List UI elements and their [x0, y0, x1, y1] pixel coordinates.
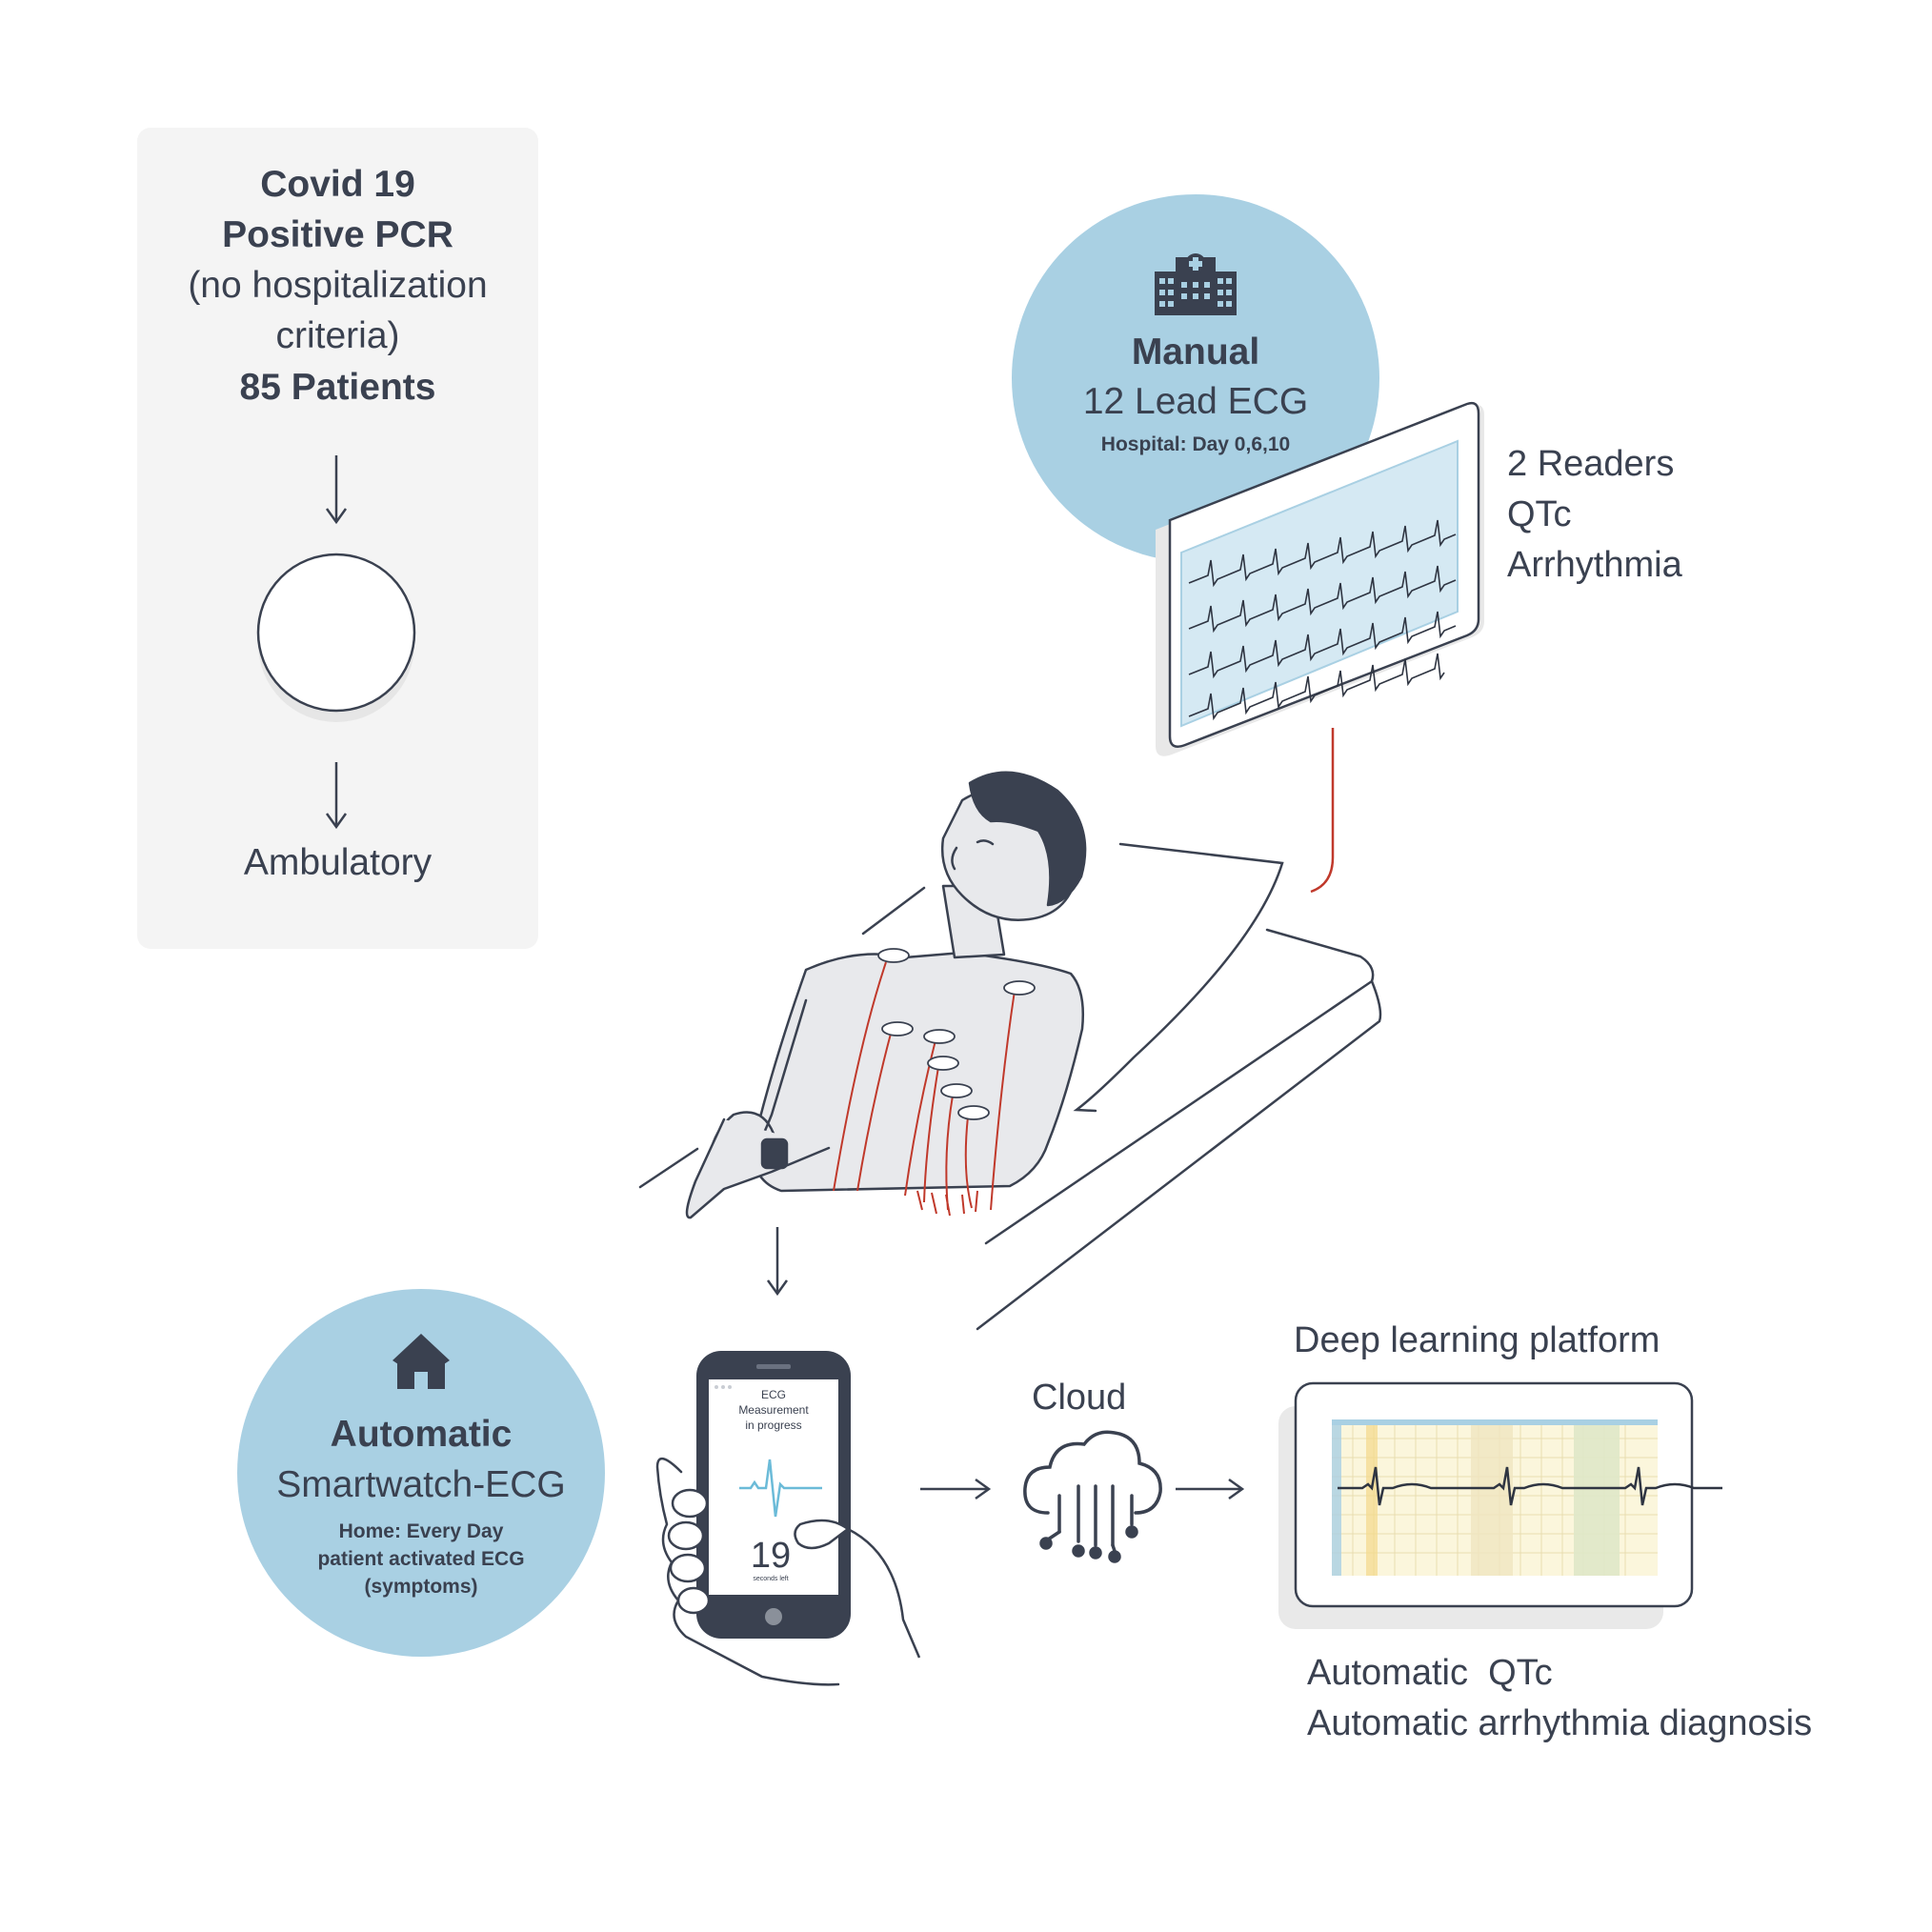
phone-countdown: 19 — [750, 1536, 792, 1576]
hospital-icon — [1155, 253, 1237, 315]
home-icon — [392, 1334, 450, 1389]
hospital-bed — [638, 842, 1382, 1331]
automatic-title: Automatic — [330, 1414, 513, 1455]
phone-ecg-label: ECG — [760, 1388, 786, 1401]
readers-count: 2 Readers — [1507, 444, 1675, 484]
treatment-circle — [256, 553, 416, 722]
platform-output-qtc: Automatic QTc — [1307, 1653, 1553, 1693]
readers-arrhythmia: Arrhythmia — [1507, 545, 1682, 585]
monitor-cable — [1310, 728, 1335, 894]
automatic-detail-line2: patient activated ECG — [317, 1548, 525, 1570]
phone-progress-label: in progress — [745, 1419, 802, 1432]
study-criteria-line2: criteria) — [275, 315, 400, 356]
automatic-detail-line1: Home: Every Day — [338, 1520, 504, 1542]
manual-bubble — [1012, 194, 1379, 562]
down-arrow-icon — [766, 1227, 789, 1297]
right-arrow-icon — [1176, 1478, 1245, 1500]
readers-qtc: QTc — [1507, 494, 1572, 534]
study-title-line2: Positive PCR — [222, 214, 453, 255]
ecg-electrodes — [833, 948, 1036, 1217]
platform-monitor — [1278, 1381, 1722, 1629]
cloud-network-icon — [1023, 1430, 1162, 1563]
smartphone — [655, 1351, 921, 1686]
platform-title: Deep learning platform — [1294, 1320, 1660, 1360]
phone-measurement-label: Measurement — [738, 1403, 809, 1417]
automatic-subtitle: Smartwatch-ECG — [276, 1464, 566, 1505]
study-title-line1: Covid 19 — [260, 164, 415, 205]
manual-title: Manual — [1131, 332, 1260, 372]
right-arrow-icon — [920, 1478, 992, 1500]
outcome-ambulatory: Ambulatory — [243, 842, 433, 883]
down-arrow-icon — [325, 455, 348, 525]
automatic-bubble — [237, 1289, 605, 1657]
phone-countdown-label: seconds left — [753, 1576, 789, 1582]
manual-subtitle: 12 Lead ECG — [1082, 381, 1309, 422]
automatic-detail-line3: (symptoms) — [364, 1576, 478, 1598]
cloud-label: Cloud — [1032, 1378, 1127, 1418]
down-arrow-icon — [325, 762, 348, 830]
patient-count: 85 Patients — [239, 367, 436, 408]
manual-detail: Hospital: Day 0,6,10 — [1100, 433, 1291, 455]
platform-output-arrhythmia: Automatic arrhythmia diagnosis — [1307, 1703, 1813, 1743]
ecg-monitor — [1156, 401, 1484, 756]
patient-figure — [685, 771, 1087, 1219]
study-criteria-line1: (no hospitalization — [188, 265, 488, 306]
